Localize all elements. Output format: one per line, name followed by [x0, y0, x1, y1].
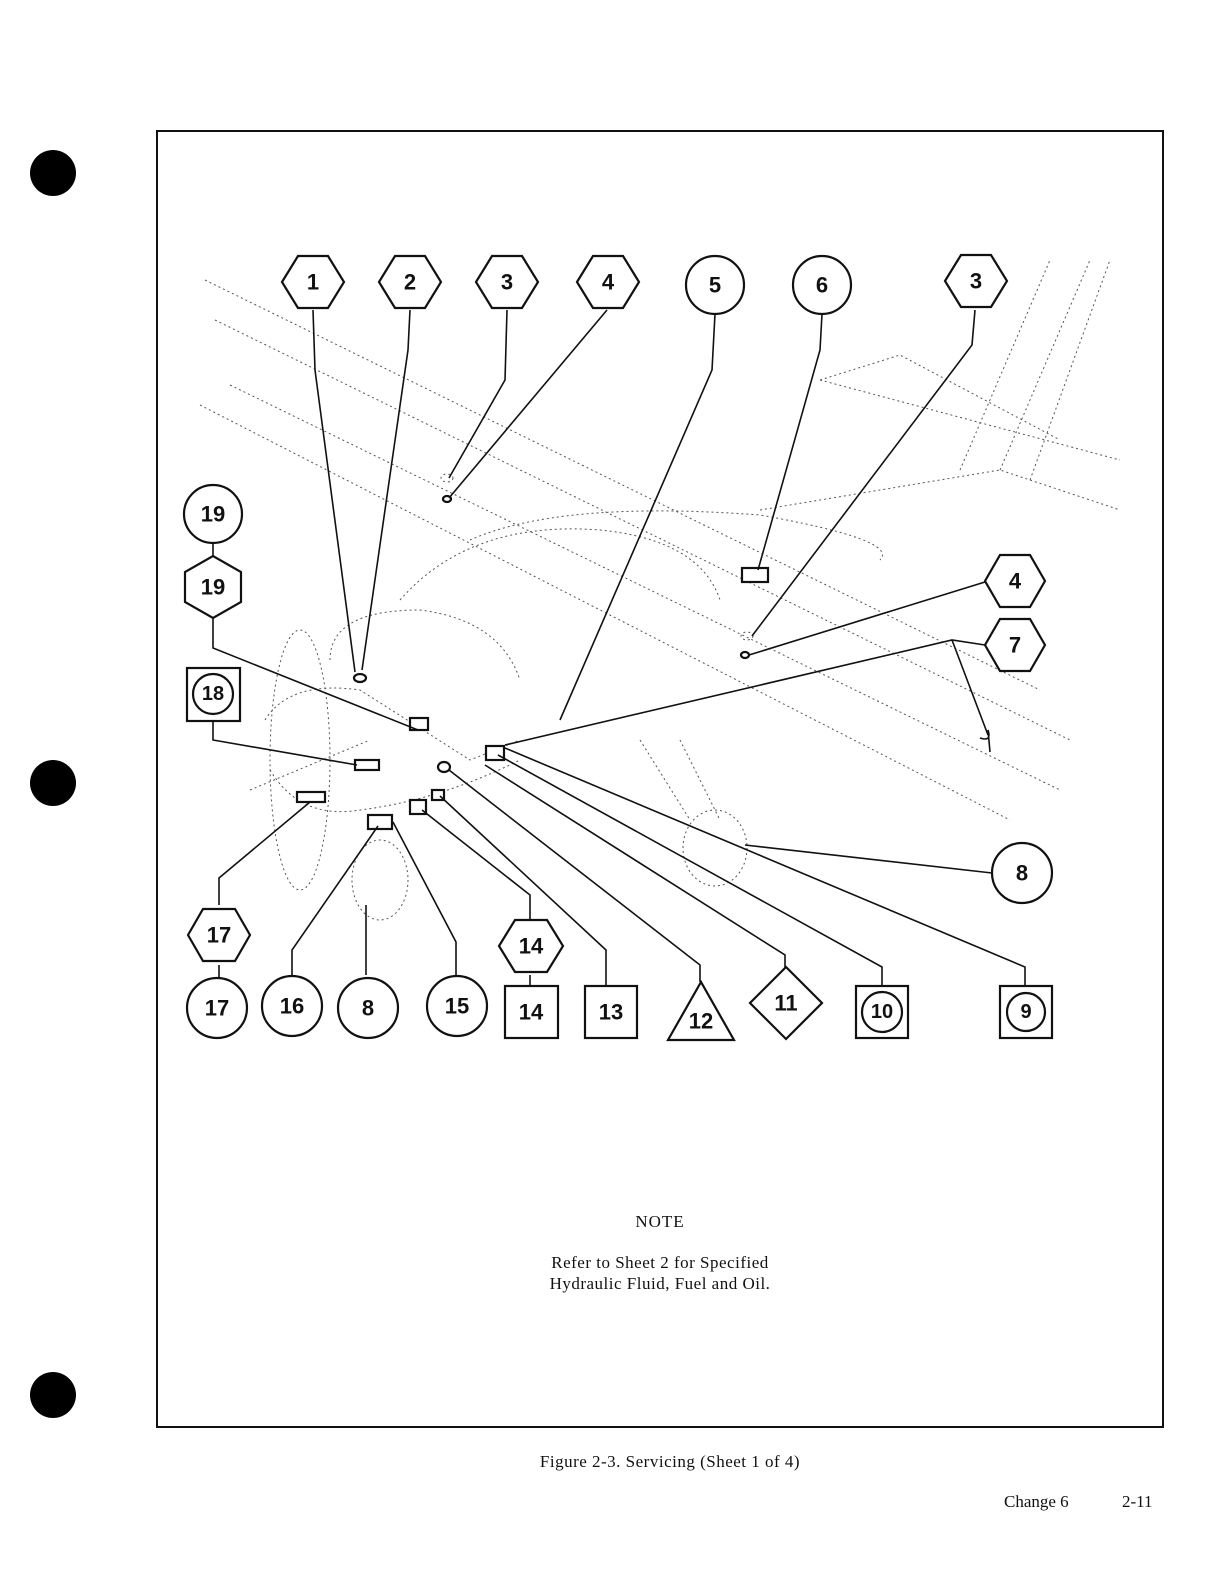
callout-7: 7: [985, 619, 1045, 671]
callout-9: 9: [1000, 986, 1052, 1038]
callout-10: 10: [856, 986, 908, 1038]
callout-19-hexagon-label: 19: [201, 575, 225, 600]
callout-15: 15: [427, 976, 487, 1036]
callout-17-hexagon: 17: [188, 909, 250, 961]
callout-18-label: 18: [202, 683, 224, 705]
callout-13: 13: [585, 986, 637, 1038]
callout-12: 12: [668, 982, 734, 1040]
callout-17-hexagon-label: 17: [207, 923, 231, 948]
callout-12-label: 12: [689, 1009, 713, 1034]
note-text: Refer to Sheet 2 for Specified Hydraulic…: [480, 1252, 840, 1294]
callout-19-circle-label: 19: [201, 502, 225, 527]
callout-4-right: 4: [985, 555, 1045, 607]
aircraft-outline: [200, 260, 1120, 920]
callout-3-right-label: 3: [970, 269, 982, 294]
callout-17-circle: 17: [187, 978, 247, 1038]
callout-11-label: 11: [774, 991, 797, 1016]
leader-lines: [213, 310, 1025, 985]
callout-4-right-label: 4: [1009, 569, 1022, 594]
callout-3: 3: [476, 256, 538, 308]
callout-16-label: 16: [280, 994, 304, 1019]
figure-caption: Figure 2-3. Servicing (Sheet 1 of 4): [420, 1452, 920, 1472]
callout-10-label: 10: [871, 1001, 893, 1023]
callout-7-label: 7: [1009, 633, 1021, 658]
callout-9-label: 9: [1020, 1001, 1031, 1023]
callout-8-bottom-label: 8: [362, 996, 374, 1021]
callout-13-label: 13: [599, 1000, 623, 1025]
callout-1-label: 1: [307, 270, 319, 295]
callout-4-label: 4: [602, 270, 615, 295]
callout-3-right: 3: [945, 255, 1007, 307]
callout-1: 1: [282, 256, 344, 308]
callout-8-bottom: 8: [338, 978, 398, 1038]
callout-15-label: 15: [445, 994, 469, 1019]
callout-8-right-label: 8: [1016, 861, 1028, 886]
callout-18: 18: [187, 668, 240, 721]
callout-5-label: 5: [709, 273, 721, 298]
callout-11: 11: [750, 967, 822, 1039]
note-line-1: Refer to Sheet 2 for Specified: [480, 1252, 840, 1273]
callout-14-hexagon: 14: [499, 920, 563, 972]
callout-19-hexagon: 19: [185, 556, 241, 618]
callout-3-label: 3: [501, 270, 513, 295]
callout-2-label: 2: [404, 270, 416, 295]
callout-5: 5: [686, 256, 744, 314]
callout-6: 6: [793, 256, 851, 314]
callout-2: 2: [379, 256, 441, 308]
callout-8-right: 8: [992, 843, 1052, 903]
callout-14-hexagon-label: 14: [519, 934, 544, 959]
callout-17-circle-label: 17: [205, 996, 229, 1021]
change-number: Change 6: [1004, 1492, 1069, 1512]
callout-14-square: 14: [505, 986, 558, 1038]
note-heading: NOTE: [560, 1212, 760, 1232]
callout-16: 16: [262, 976, 322, 1036]
page-number: 2-11: [1122, 1492, 1153, 1512]
note-line-2: Hydraulic Fluid, Fuel and Oil.: [480, 1273, 840, 1294]
callout-14-square-label: 14: [519, 1000, 544, 1025]
callout-19-circle: 19: [184, 485, 242, 543]
callout-4: 4: [577, 256, 639, 308]
callout-6-label: 6: [816, 273, 828, 298]
